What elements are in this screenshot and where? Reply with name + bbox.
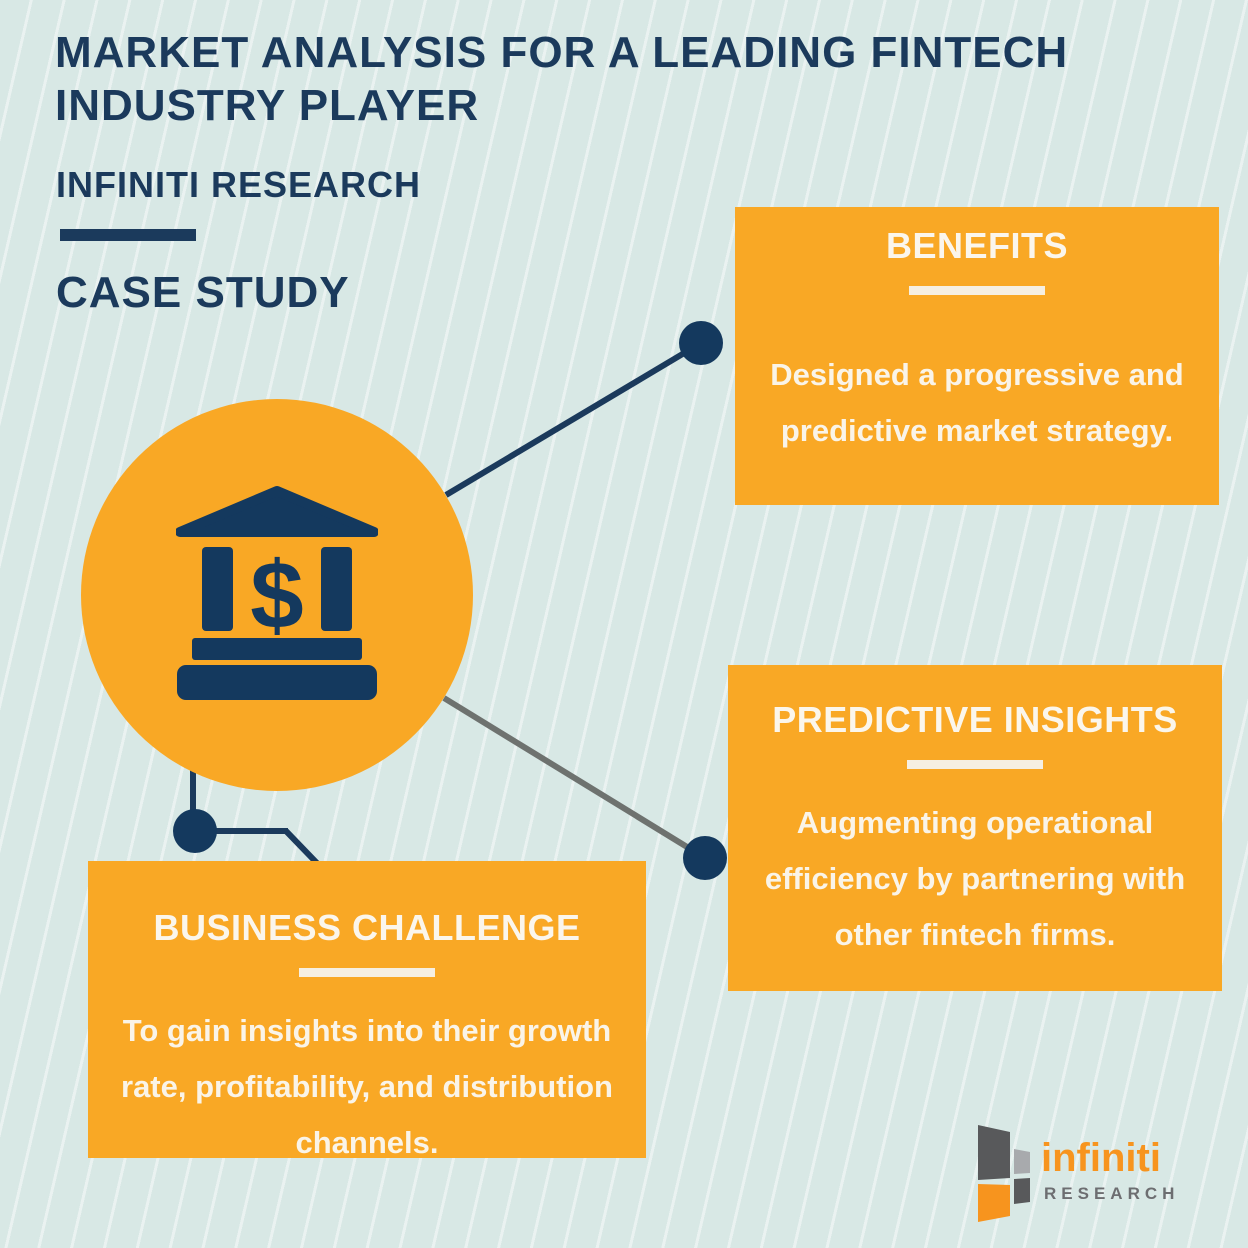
bank-left-pillar: [202, 547, 233, 631]
infiniti-logo-mark-icon: [978, 1125, 1030, 1222]
page-title-line1: MARKET ANALYSIS FOR A LEADING FINTECH: [55, 28, 1069, 77]
logo-brand-text: infiniti: [1041, 1136, 1161, 1180]
card-business-challenge-body: To gain insights into their growth rate,…: [121, 1013, 613, 1160]
bank-icon: $: [176, 486, 378, 700]
card-benefits-rule: [909, 286, 1045, 295]
connector-line-benefits: [444, 340, 703, 498]
dollar-sign: $: [250, 542, 303, 649]
connector-dot-business: [173, 809, 217, 853]
connector-line-business-vertical: [190, 768, 196, 834]
card-business-challenge-rule: [299, 968, 435, 977]
card-benefits-title: BENEFITS: [885, 225, 1068, 266]
brand-name: INFINITI RESEARCH: [56, 164, 422, 205]
case-study-label: CASE STUDY: [56, 268, 350, 317]
bank-right-pillar: [321, 547, 352, 631]
connector-line-predictive: [442, 695, 707, 861]
logo-sub-text: RESEARCH: [1044, 1184, 1180, 1203]
card-benefits: BENEFITS Designed a progressive and pred…: [735, 207, 1219, 505]
logo-pane-top-right: [1014, 1149, 1030, 1174]
page-title: MARKET ANALYSIS FOR A LEADING FINTECH IN…: [55, 26, 1115, 132]
card-benefits-body: Designed a progressive and predictive ma…: [770, 357, 1184, 448]
infiniti-research-logo: infiniti RESEARCH: [975, 1120, 1205, 1228]
card-business-challenge: BUSINESS CHALLENGE To gain insights into…: [88, 861, 646, 1160]
logo-pane-bottom-right: [1014, 1178, 1030, 1204]
connector-line-business-horizontal: [195, 828, 288, 834]
logo-pane-top-left: [978, 1125, 1010, 1180]
bank-step-lower: [177, 665, 377, 700]
card-predictive-insights-rule: [907, 760, 1043, 769]
logo-pane-bottom-left: [978, 1184, 1010, 1222]
bank-circle: $: [81, 399, 473, 791]
connector-dot-benefits: [679, 321, 723, 365]
bank-roof: [176, 486, 378, 537]
card-predictive-insights-body: Augmenting operational efficiency by par…: [764, 805, 1186, 952]
bank-step-upper: [192, 638, 362, 660]
card-predictive-insights: PREDICTIVE INSIGHTS Augmenting operation…: [728, 665, 1222, 991]
title-divider: [60, 229, 196, 241]
connector-dot-predictive: [683, 836, 727, 880]
page-title-line2: INDUSTRY PLAYER: [55, 81, 480, 130]
card-business-challenge-title: BUSINESS CHALLENGE: [153, 907, 581, 948]
card-predictive-insights-title: PREDICTIVE INSIGHTS: [772, 699, 1178, 740]
